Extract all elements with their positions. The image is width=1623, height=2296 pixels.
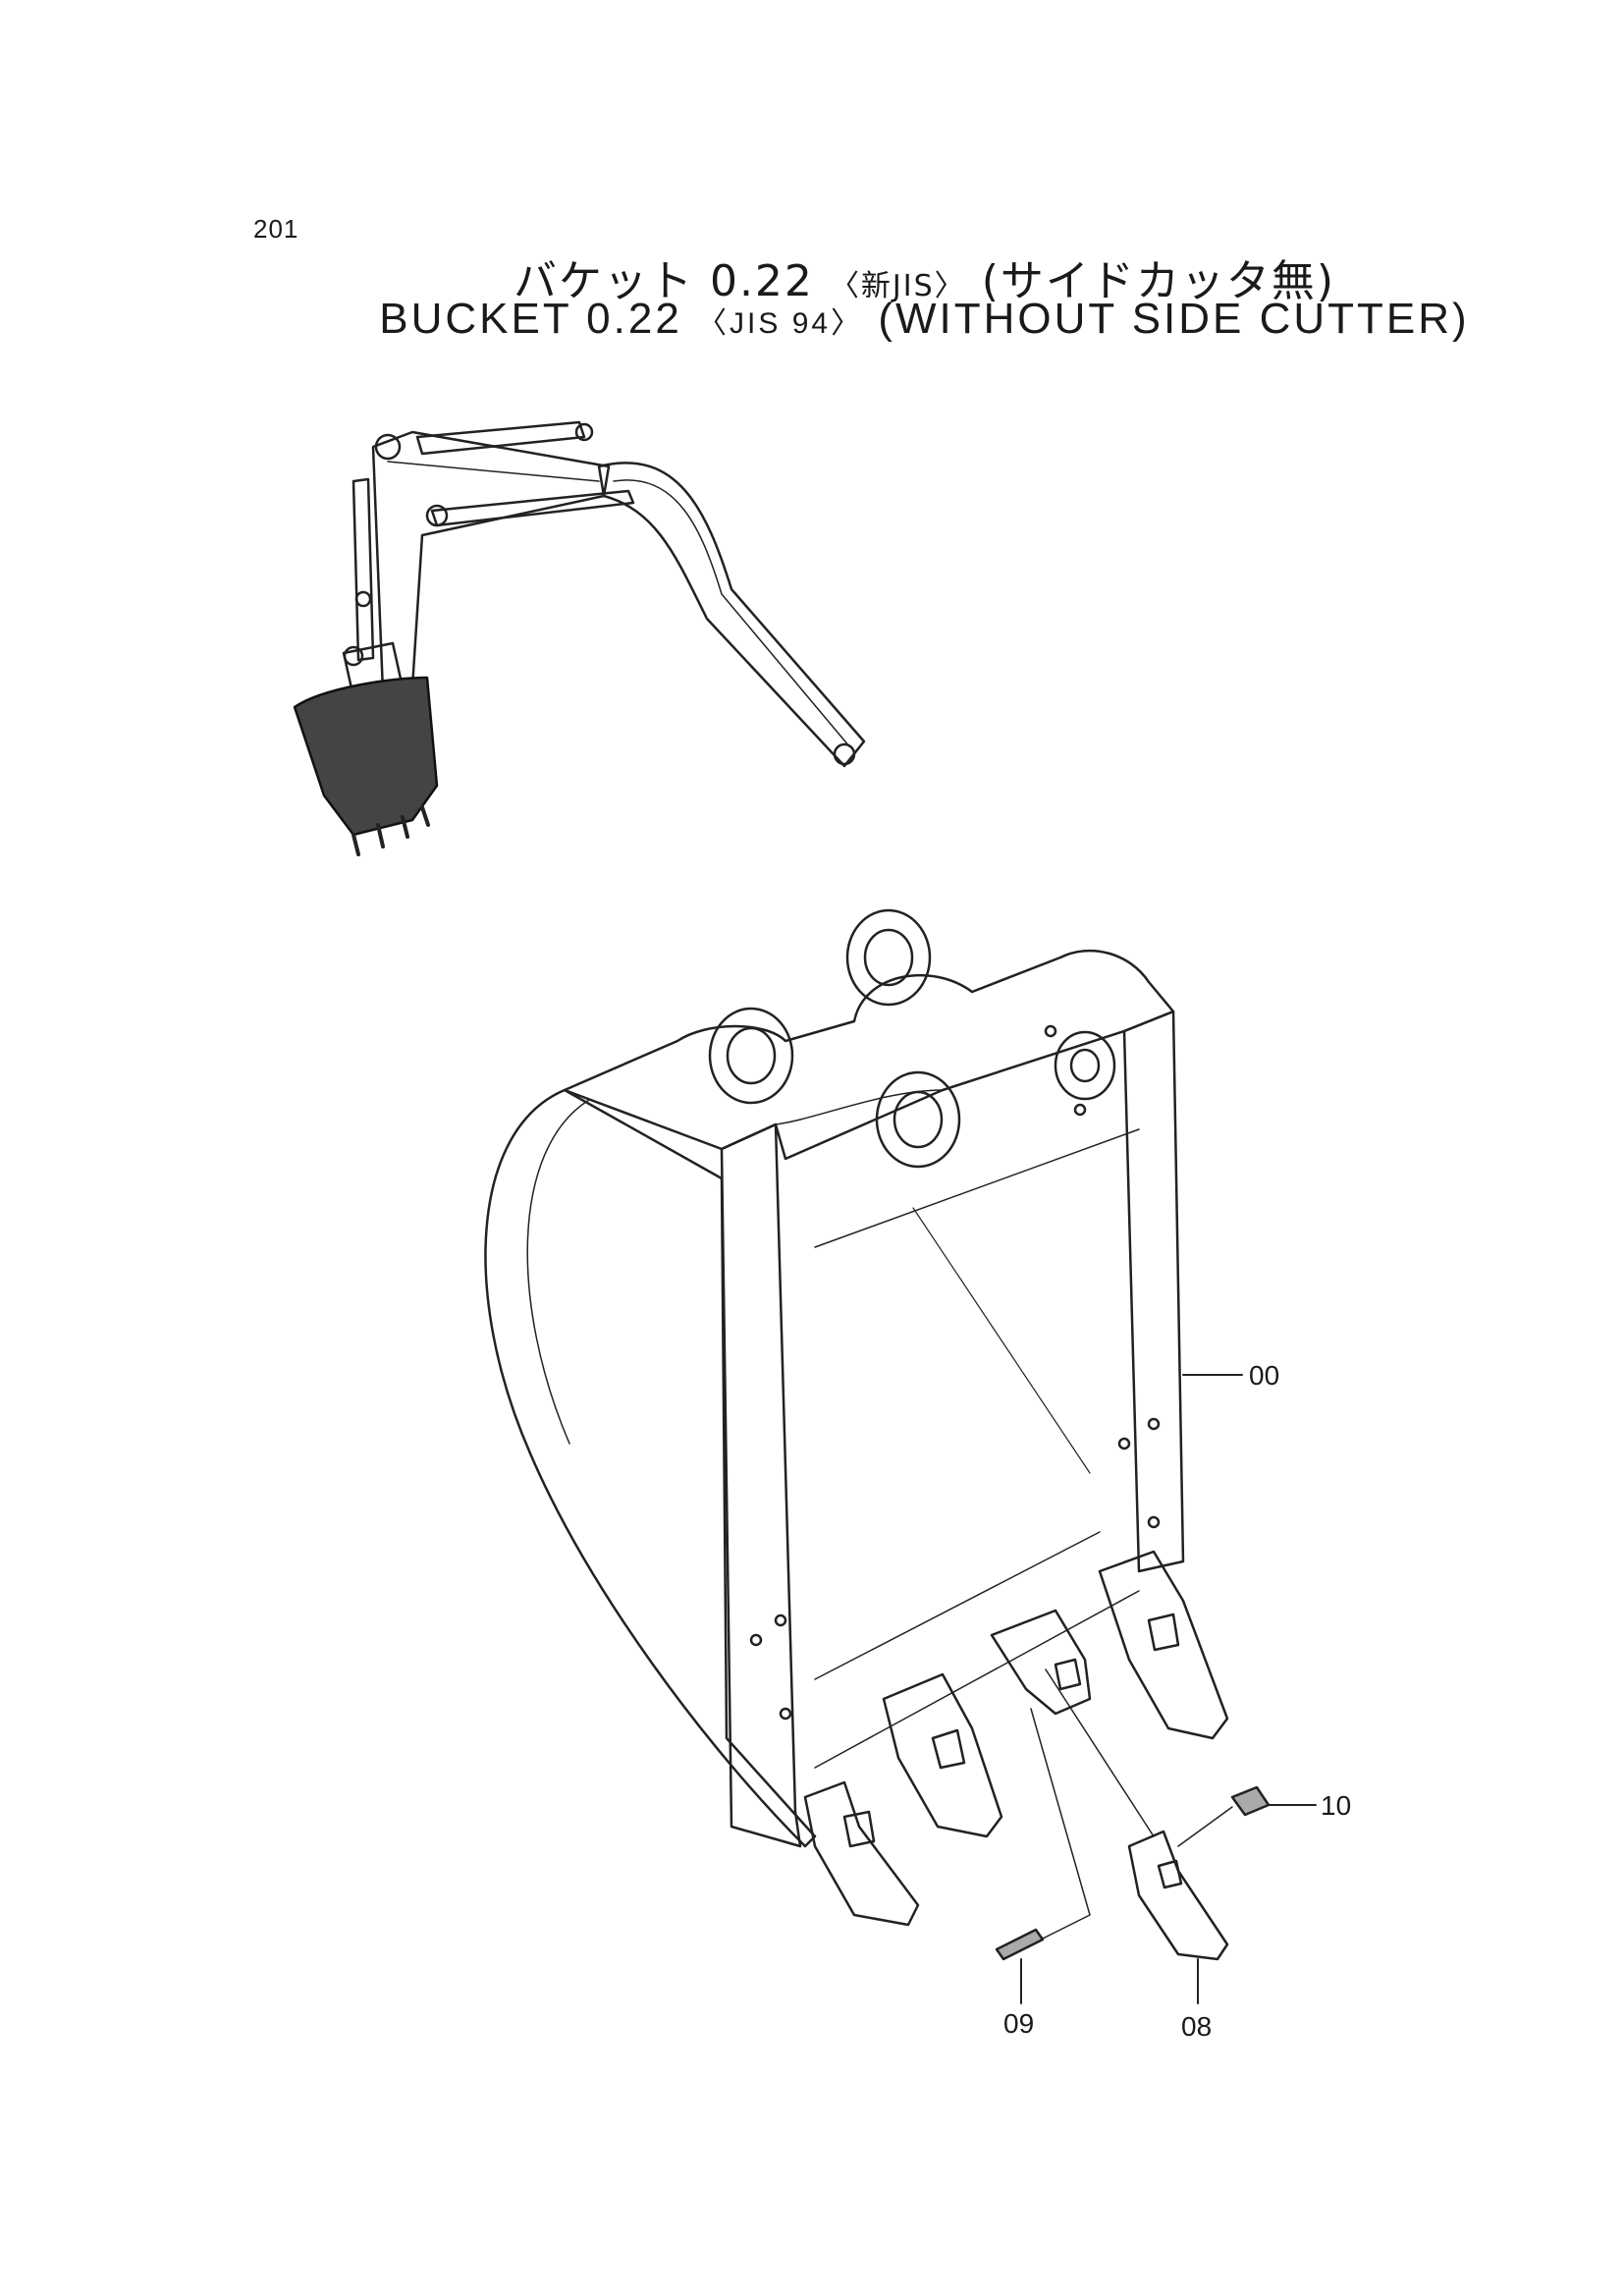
pin-boss-rear [708, 1007, 794, 1105]
lock-part-10 [1230, 1785, 1271, 1817]
tooth-installed-4 [1098, 1550, 1229, 1740]
bucket-back-shell [484, 1088, 817, 1848]
callout-08: 08 [1181, 2011, 1213, 2042]
left-side-plate [720, 1122, 802, 1848]
top-bracket [563, 949, 1175, 1161]
pin-part-09 [995, 1928, 1045, 1961]
bucket-assembly [484, 908, 1317, 2004]
excavator-arm-overview [293, 420, 866, 856]
callout-00: 00 [1249, 1360, 1280, 1391]
title-jp-note: (サイドカッタ無) [981, 256, 1336, 306]
pin-boss-front [875, 1070, 961, 1169]
title-en-standard: 〈JIS 94〉 [697, 307, 864, 340]
title-en-main: BUCKET 0.22 [379, 295, 682, 343]
title-japanese: バケット 0.22 〈新JIS〉 (サイドカッタ無) [0, 246, 1623, 308]
boom [597, 462, 866, 768]
right-side-plate [1122, 1010, 1185, 1573]
pin-boss-top [845, 908, 932, 1007]
tooth-installed-3 [990, 1609, 1092, 1716]
title-en-note: (WITHOUT SIDE CUTTER) [878, 295, 1470, 343]
callout-10: 10 [1321, 1790, 1352, 1821]
tooth-installed-1 [803, 1780, 920, 1927]
title-jp-standard: 〈新JIS〉 [829, 269, 966, 303]
tooth-installed-2 [882, 1672, 1003, 1838]
page-number: 201 [253, 214, 299, 244]
callout-09: 09 [1003, 2008, 1035, 2039]
title-jp-main: バケット 0.22 [513, 256, 814, 306]
pin-boss-side [1054, 1030, 1116, 1101]
tooth-part-08 [1127, 1830, 1229, 1961]
title-english: BUCKET 0.22 〈JIS 94〉 (WITHOUT SIDE CUTTE… [0, 295, 1623, 344]
small-bucket [293, 676, 439, 837]
arm-cylinder [415, 420, 586, 456]
